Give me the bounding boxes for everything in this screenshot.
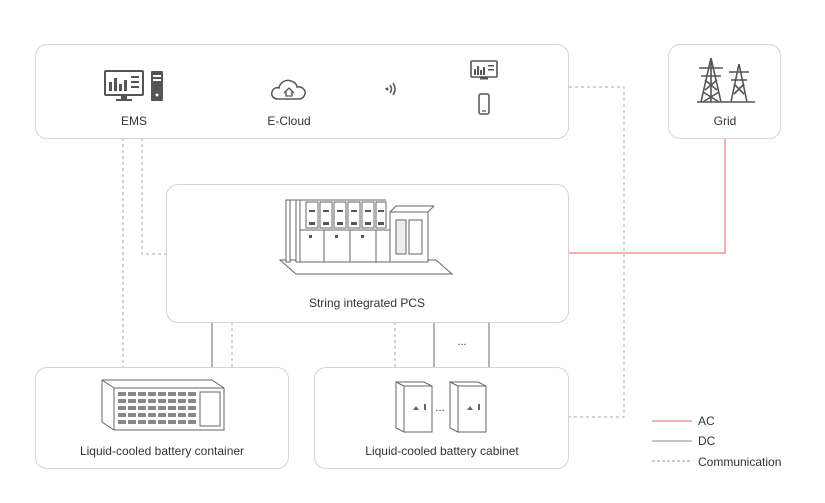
comm-line-ems-cabinet [569, 86, 625, 418]
wireless-icon [385, 82, 396, 96]
transmission-tower-icon [697, 57, 755, 103]
grid-label: Grid [713, 114, 737, 128]
ems-label: EMS [120, 114, 147, 128]
grid-panel [668, 44, 781, 139]
battery-cabinet-icon [395, 381, 433, 433]
cloud-icon [271, 79, 306, 100]
container-label: Liquid-cooled battery container [79, 444, 245, 458]
ecloud-label: E-Cloud [267, 114, 311, 128]
legend-swatches [652, 420, 692, 462]
comm-line-ems-pcs [141, 138, 166, 255]
ellipsis-dc: ... [457, 336, 467, 348]
pcs-equipment-icon [278, 199, 454, 275]
cabinet-label: Liquid-cooled battery cabinet [365, 444, 519, 458]
battery-cabinet-icon-2 [449, 381, 487, 433]
phone-icon [478, 93, 490, 115]
battery-container-icon [101, 379, 225, 431]
cabinet-panel [314, 367, 569, 469]
ellipsis-cabinets: ... [435, 402, 445, 414]
legend-label-comm: Communication [698, 455, 782, 469]
ac-line-pcs-grid [569, 138, 726, 254]
legend-label-ac: AC [698, 414, 715, 428]
pcs-label: String integrated PCS [308, 296, 426, 310]
tablet-monitor-icon [470, 60, 498, 80]
legend-label-dc: DC [698, 434, 716, 448]
monitor-icon [104, 70, 144, 101]
server-icon [151, 71, 163, 101]
